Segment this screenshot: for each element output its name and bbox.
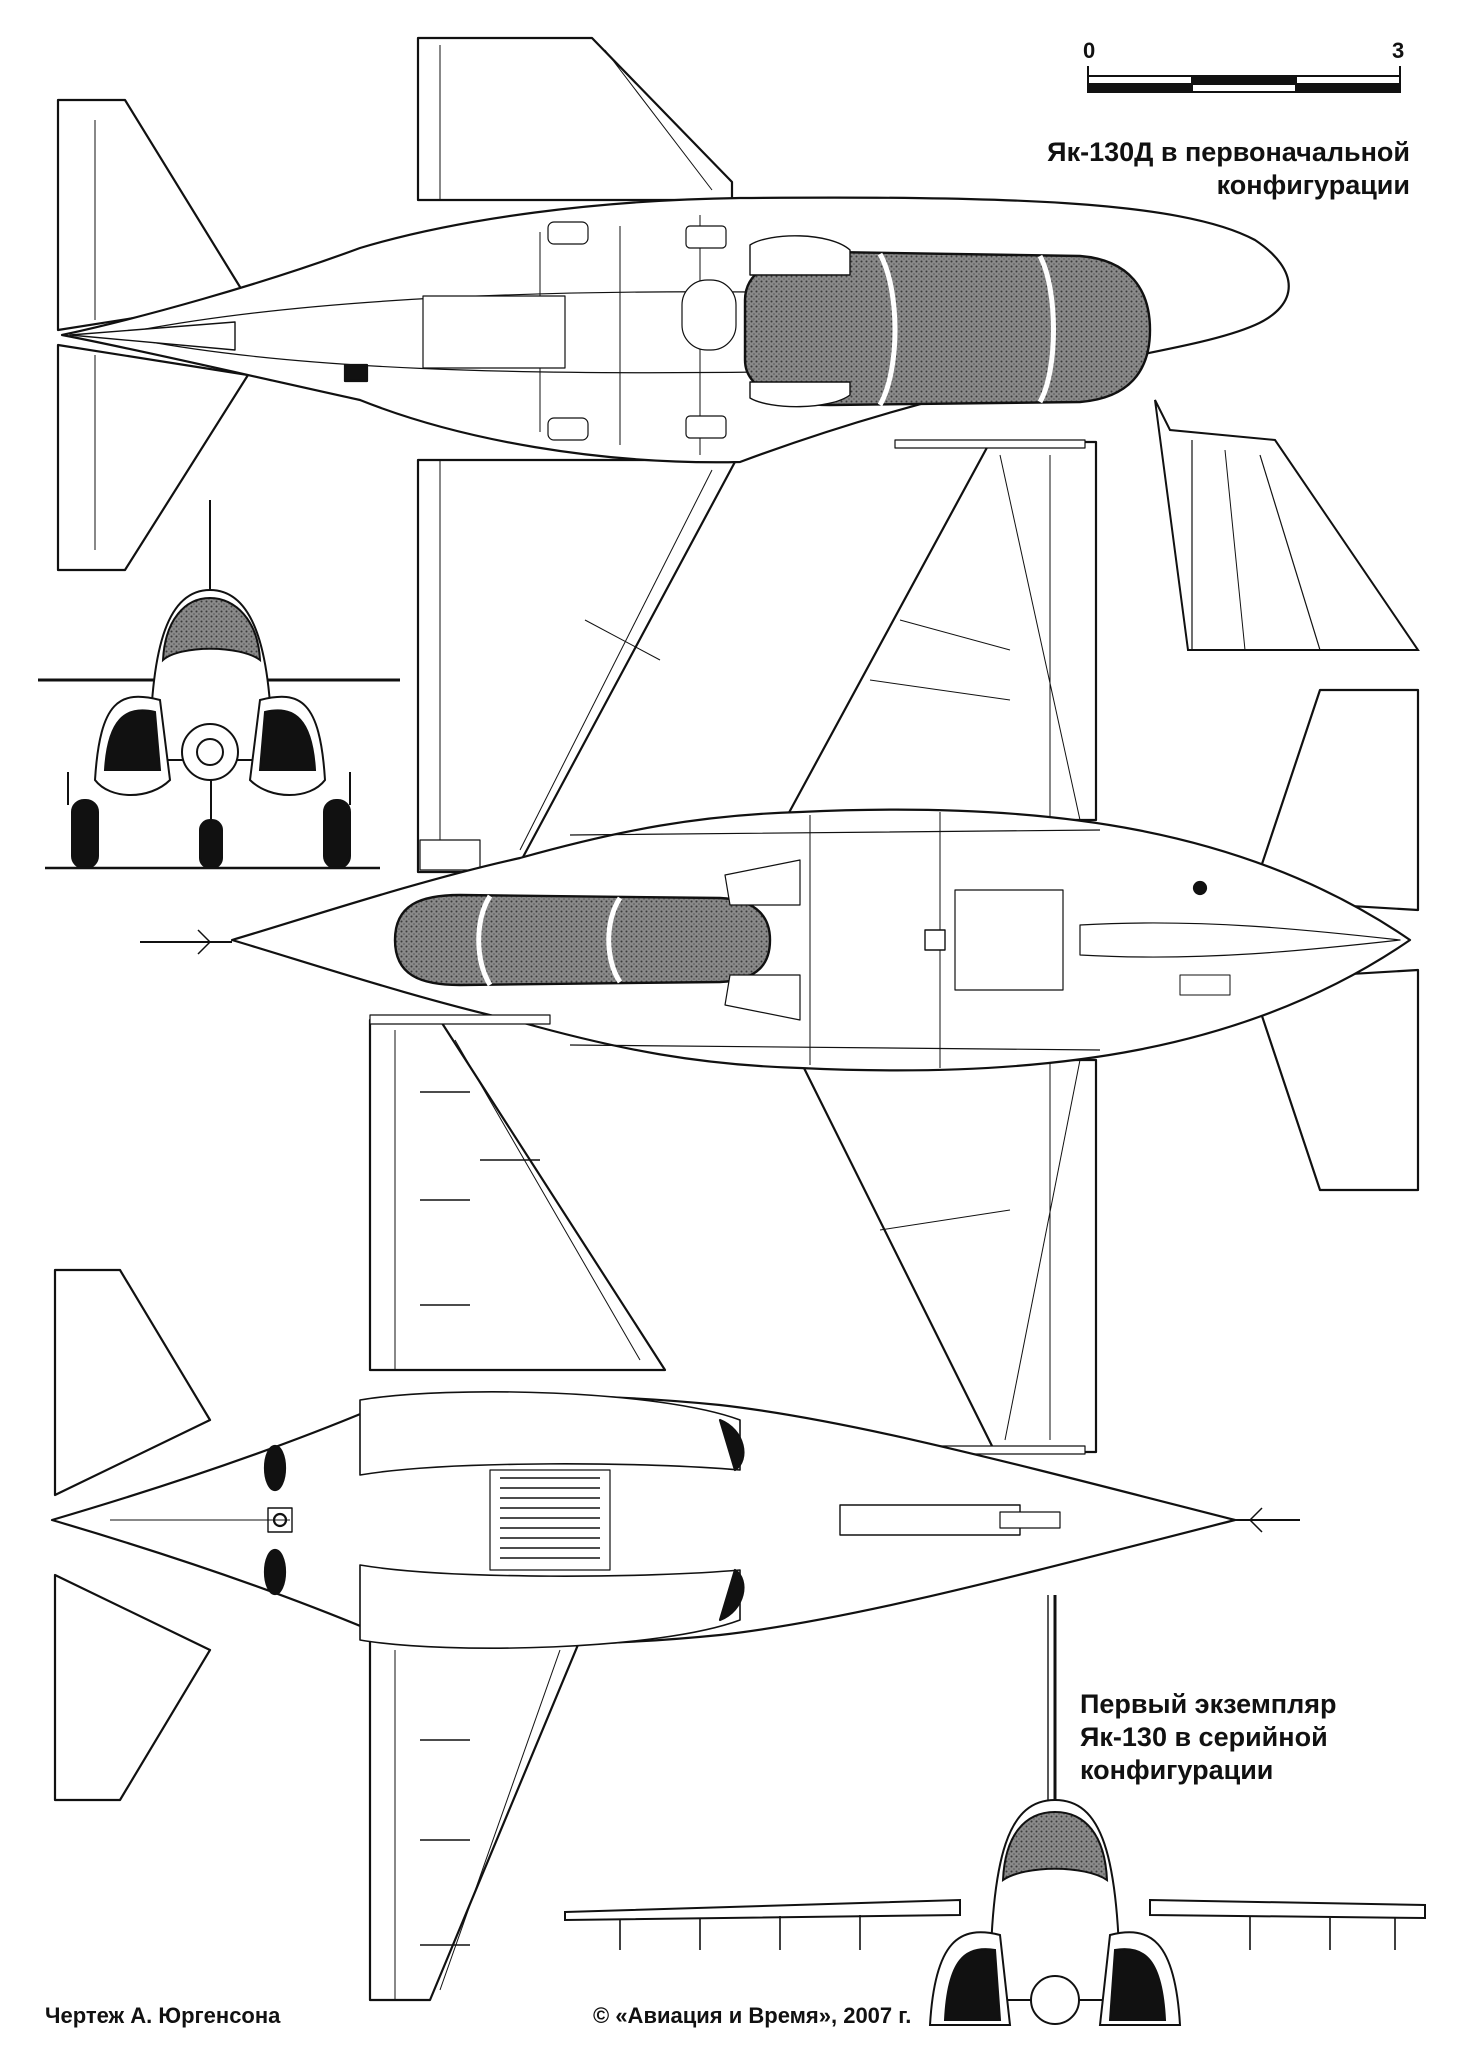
title-yak130-serial-line3: конфигурации [1080, 1755, 1274, 1785]
wing-detail-fragment [1154, 399, 1420, 651]
scale-label-max: 3 [1392, 38, 1405, 63]
title-yak130-serial-line2: Як-130 в серийной [1080, 1722, 1328, 1752]
title-yak130-serial: Первый экземпляр Як-130 в серийной конфи… [1080, 1688, 1410, 1787]
title-yak130d-line2: конфигурации [1216, 170, 1410, 200]
copyright-credit: © «Авиация и Время», 2007 г. [593, 2003, 912, 2028]
top-view-yak130-serial [140, 439, 1420, 1455]
bottom-view-yak130-serial [50, 1014, 1300, 2002]
title-yak130d: Як-130Д в первоначальной конфигурации [990, 136, 1410, 202]
scale-label-zero: 0 [1083, 38, 1096, 63]
title-yak130-serial-line1: Первый экземпляр [1080, 1689, 1337, 1719]
front-view-yak130d [38, 500, 400, 870]
scale-bar [1087, 66, 1401, 93]
front-view-yak130-serial [564, 1595, 1426, 2026]
top-view-yak130d [56, 36, 1290, 874]
author-credit: Чертеж А. Юргенсона [45, 2003, 281, 2028]
title-yak130d-line1: Як-130Д в первоначальной [1047, 137, 1410, 167]
